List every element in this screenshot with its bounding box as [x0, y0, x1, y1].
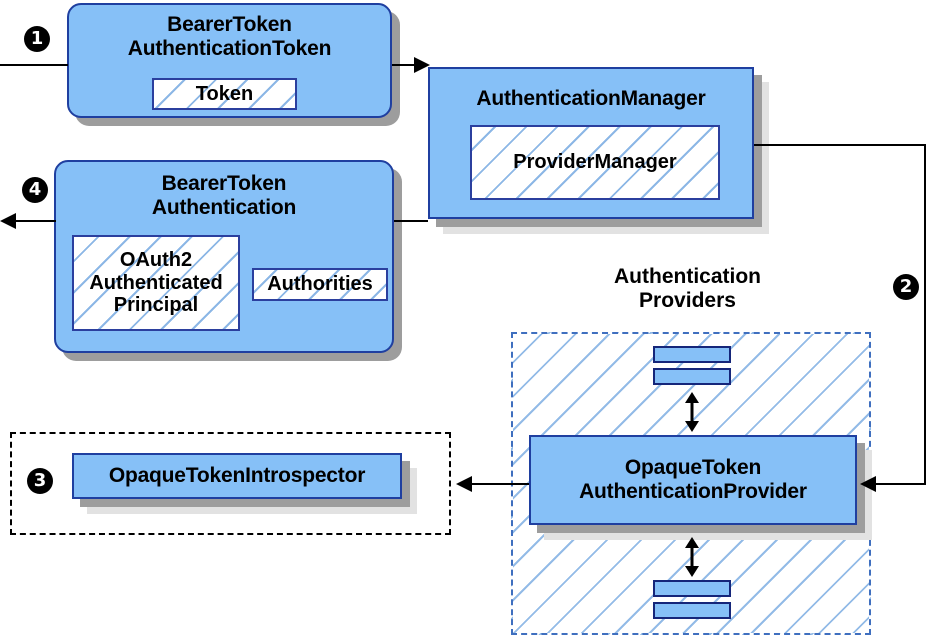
provider-double-arrow-top — [685, 392, 699, 432]
node-opaque-token-authentication-provider[interactable]: OpaqueToken AuthenticationProvider — [529, 435, 857, 525]
node-title-line1: BearerToken — [167, 13, 292, 36]
node-title: OpaqueTokenIntrospector — [108, 464, 366, 488]
provider-stub-bar-top-2 — [653, 368, 731, 385]
manager-to-authentication-line — [394, 220, 428, 222]
step-badge-3: 3 — [27, 468, 53, 494]
token-to-manager-arrowhead — [414, 57, 430, 73]
provider-stub-bar-bottom-2 — [653, 602, 731, 619]
node-opaque-token-introspector[interactable]: OpaqueTokenIntrospector — [72, 453, 402, 499]
step3-line — [472, 483, 529, 485]
incoming-request-line — [0, 64, 68, 66]
principal-line2: Authenticated — [89, 271, 223, 294]
step-badge-1: 1 — [24, 26, 50, 52]
inner-box-authorities[interactable]: Authorities — [252, 268, 388, 301]
inner-box-oauth2-authenticated-principal[interactable]: OAuth2 Authenticated Principal — [72, 235, 240, 331]
node-title-line2: AuthenticationProvider — [579, 480, 807, 503]
provider-double-arrow-bottom — [685, 537, 699, 577]
token-to-manager-line — [392, 64, 422, 66]
node-title-line2: AuthenticationToken — [127, 36, 332, 60]
step2-line-horizontal-top — [754, 144, 926, 146]
step3-arrowhead — [456, 476, 472, 492]
step2-line-vertical — [924, 144, 926, 484]
node-title-line1: OpaqueToken — [624, 456, 762, 480]
region-label-line2: Providers — [639, 288, 736, 312]
step-badge-4: 4 — [22, 177, 48, 203]
step-badge-2: 2 — [893, 274, 919, 300]
step2-arrowhead — [860, 476, 876, 492]
step2-line-horizontal-bottom — [876, 483, 926, 485]
principal-line1: OAuth2 — [119, 249, 193, 272]
principal-line3: Principal — [113, 294, 199, 317]
provider-stub-bar-bottom-1 — [653, 580, 731, 597]
region-label-line1: Authentication — [614, 265, 761, 288]
node-bearer-token-authentication-token[interactable]: BearerToken AuthenticationToken — [67, 3, 392, 118]
inner-box-token[interactable]: Token — [152, 78, 297, 110]
region-label-authentication-providers: Authentication Providers — [560, 265, 815, 312]
step4-outgoing-line — [14, 220, 56, 222]
node-title-line2: Authentication — [151, 195, 297, 219]
node-title-line1: BearerToken — [161, 172, 287, 195]
node-title: AuthenticationManager — [476, 87, 706, 110]
step4-arrowhead — [0, 213, 16, 229]
provider-stub-bar-top-1 — [653, 346, 731, 363]
inner-box-provider-manager[interactable]: ProviderManager — [470, 125, 720, 200]
